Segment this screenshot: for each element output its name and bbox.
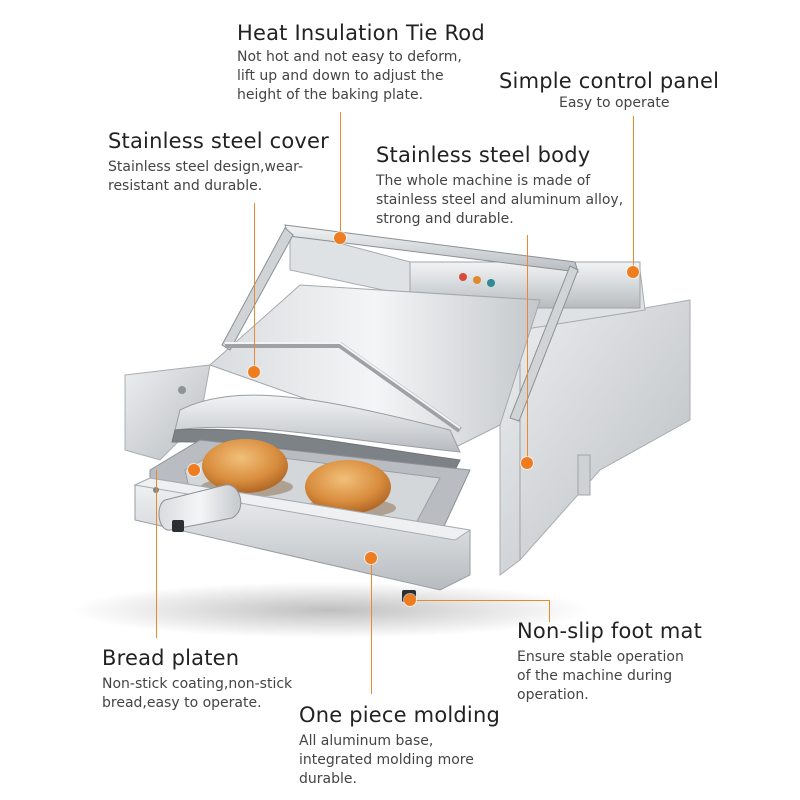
tie-rod-desc: Not hot and not easy to deform, lift up …	[237, 49, 462, 103]
tie-rod-lever-highlight	[225, 342, 461, 429]
callout-body: Stainless steel body The whole machine i…	[376, 142, 623, 229]
callout-foot-mat: Non-slip foot mat Ensure stable operatio…	[517, 618, 702, 705]
leader-foot-mat-h	[410, 600, 550, 602]
foot-front-left	[172, 520, 184, 532]
bun-right	[305, 460, 391, 514]
marker-platen	[188, 464, 200, 476]
marker-tie-rod	[334, 232, 346, 244]
platen-handle	[158, 484, 242, 531]
marker-foot-mat	[404, 594, 416, 606]
leader-foot-mat-v	[549, 600, 551, 622]
leader-control-panel	[633, 116, 635, 272]
molding-desc: All aluminum base, integrated molding mo…	[299, 733, 474, 787]
callout-control-panel: Simple control panel Easy to operate	[499, 68, 719, 113]
callout-molding: One piece molding All aluminum base, int…	[299, 702, 500, 789]
control-panel-title: Simple control panel	[499, 69, 720, 93]
indicator-light-red	[459, 273, 467, 281]
marker-control-panel	[627, 266, 639, 278]
molding-title: One piece molding	[299, 703, 501, 727]
foot-mat-desc: Ensure stable operation of the machine d…	[517, 649, 684, 703]
tie-rod-title: Heat Insulation Tie Rod	[237, 21, 485, 45]
stainless-cover	[174, 394, 461, 453]
callout-platen: Bread platen Non-stick coating,non-stick…	[102, 645, 292, 713]
leader-body	[527, 235, 529, 463]
body-desc: The whole machine is made of stainless s…	[376, 173, 624, 227]
cover-title: Stainless steel cover	[108, 129, 329, 153]
floor-shadow	[70, 582, 590, 638]
marker-molding	[365, 552, 377, 564]
body-title: Stainless steel body	[376, 143, 591, 167]
platen-desc: Non-stick coating,non-stick bread,easy t…	[102, 676, 293, 711]
control-panel-desc: Easy to operate	[559, 95, 670, 111]
leader-tie-rod	[340, 112, 342, 238]
tie-rod-left-leg	[221, 227, 294, 351]
indicator-light-orange	[473, 276, 481, 284]
callout-tie-rod: Heat Insulation Tie Rod Not hot and not …	[237, 20, 485, 105]
foot-mat-title: Non-slip foot mat	[517, 619, 703, 643]
right-side-panel	[499, 299, 691, 576]
leader-molding	[371, 560, 373, 694]
callout-cover: Stainless steel cover Stainless steel de…	[108, 128, 329, 196]
indicator-light-teal	[487, 279, 495, 287]
cover-desc: Stainless steel design,wear- resistant a…	[108, 159, 304, 194]
leader-cover	[254, 203, 256, 371]
side-notch	[577, 454, 591, 496]
bun-left	[202, 439, 288, 493]
platen-title: Bread platen	[102, 646, 240, 670]
marker-body	[521, 457, 533, 469]
marker-cover	[248, 366, 260, 378]
tie-rod-lever	[225, 342, 462, 433]
leader-platen	[156, 470, 158, 638]
left-bolt	[178, 386, 186, 394]
